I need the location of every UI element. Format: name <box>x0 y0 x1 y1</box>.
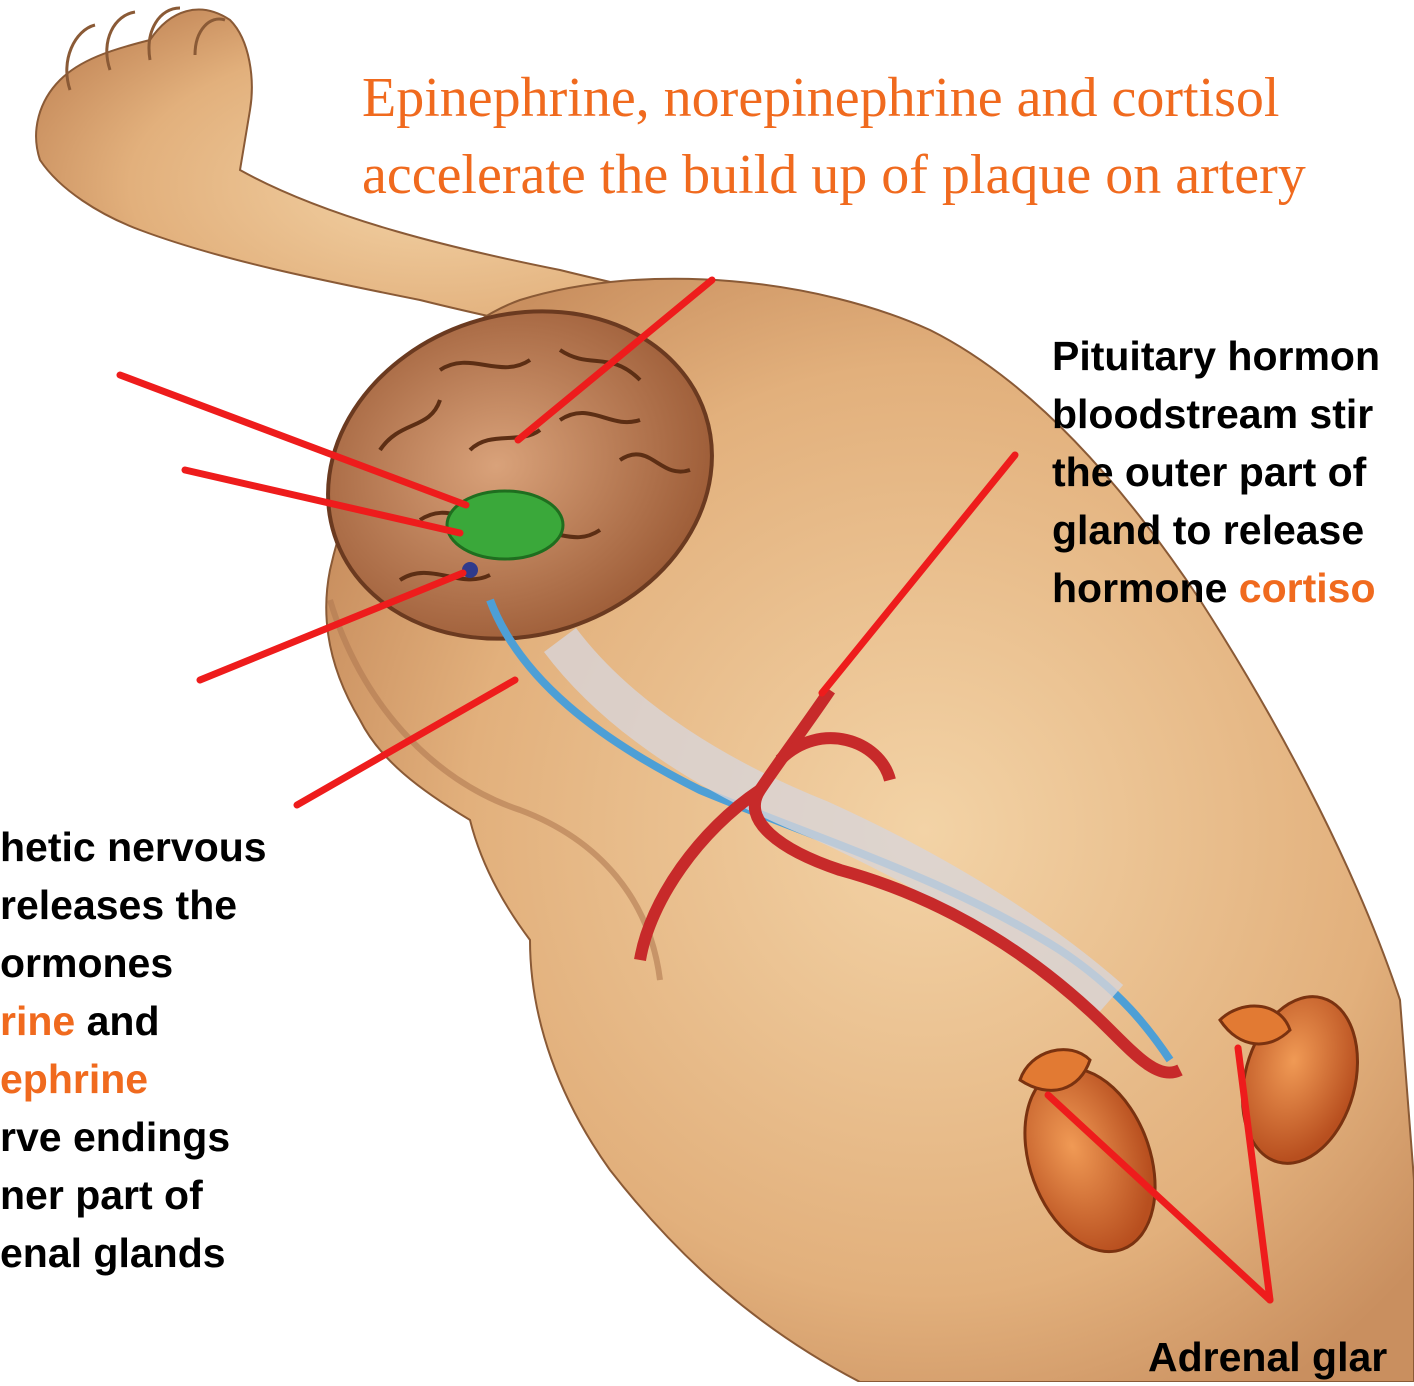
pituitary-label-line-4: gland to release <box>1052 501 1414 559</box>
pituitary-label-line-2: bloodstream stir <box>1052 385 1414 443</box>
sympathetic-label-line-2: releases the <box>0 876 310 934</box>
page-title: Epinephrine, norepinephrine and cortisol… <box>362 60 1414 214</box>
sympathetic-nervous-label: hetic nervous releases the ormones rine … <box>0 818 310 1282</box>
cortisol-hormone-name: cortiso <box>1239 565 1376 611</box>
sympathetic-label-line-7: ner part of <box>0 1166 310 1224</box>
sympathetic-label-line-1: hetic nervous <box>0 818 310 876</box>
pituitary-label-line-1: Pituitary hormon <box>1052 327 1414 385</box>
pituitary-label-line-5-prefix: hormone <box>1052 565 1239 611</box>
sympathetic-label-line-8: enal glands <box>0 1224 310 1282</box>
adrenal-glands-label: Adrenal glar <box>1148 1328 1414 1386</box>
sympathetic-label-line-4-suffix: and <box>75 998 159 1044</box>
sympathetic-label-line-3: ormones <box>0 934 310 992</box>
title-line-2: accelerate the build up of plaque on art… <box>362 137 1414 214</box>
sympathetic-label-line-4: rine and <box>0 992 310 1050</box>
pituitary-hormone-label: Pituitary hormon bloodstream stir the ou… <box>1052 327 1414 617</box>
title-line-1: Epinephrine, norepinephrine and cortisol <box>362 60 1414 137</box>
norepinephrine-hormone-name: ephrine <box>0 1050 310 1108</box>
sympathetic-label-line-6: rve endings <box>0 1108 310 1166</box>
pituitary-label-line-5: hormone cortiso <box>1052 559 1414 617</box>
pituitary-label-line-3: the outer part of <box>1052 443 1414 501</box>
epinephrine-hormone-name: rine <box>0 998 75 1044</box>
